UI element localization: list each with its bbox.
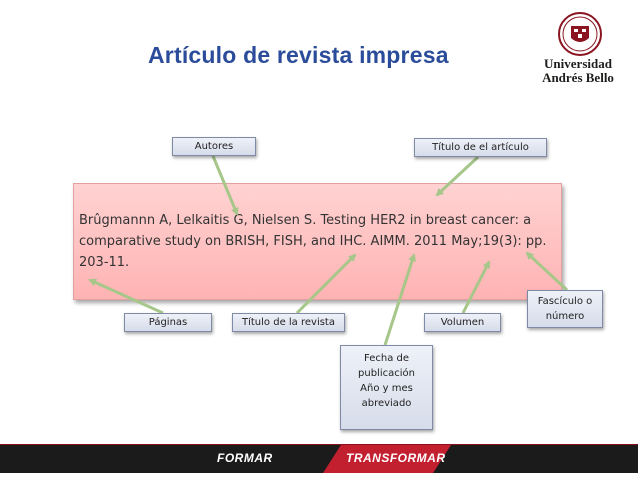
arrow-autores [211,155,239,216]
label-titulo-articulo: Título de el artículo [414,138,547,157]
label-fecha-line3: Año y mes [360,383,413,394]
arrow-fasciculo [525,251,569,292]
university-crest-icon [558,12,602,56]
label-fasciculo-line1: Fascículo o [537,296,593,307]
label-titulo-articulo-text: Título de el artículo [432,142,529,153]
footer-bar [0,445,638,473]
label-fecha-publicacion: Fecha de publicación Año y mes abreviado [340,345,433,430]
university-name-line1: Universidad [544,56,612,71]
arrow-paginas [88,278,164,315]
label-volumen: Volumen [424,313,501,332]
footer-formar: FORMAR [217,451,273,465]
footer-transformar: TRANSFORMAR [346,451,446,465]
label-autores-text: Autores [194,141,234,152]
university-name-line2: Andrés Bello [542,70,614,85]
label-autores: Autores [172,137,256,156]
label-fecha-line2: publicación [358,368,415,379]
label-volumen-text: Volumen [440,317,485,328]
label-fecha-line4: abreviado [361,398,412,409]
citation-text: Brûgmannn A, Lelkaitis G, Nielsen S. Tes… [79,213,547,270]
label-paginas: Páginas [124,313,212,332]
label-titulo-revista: Título de la revista [232,313,345,332]
label-fecha-line1: Fecha de [364,353,409,364]
arrow-volumen [461,260,491,314]
slide-title: Artículo de revista impresa [148,42,449,68]
arrow-fecha [383,253,416,346]
label-fasciculo-line2: número [545,311,585,322]
arrow-titulo-articulo [435,155,480,197]
footer-accent [323,445,451,473]
label-fasciculo: Fascículo o número [527,290,603,328]
label-titulo-revista-text: Título de la revista [242,317,335,328]
label-paginas-text: Páginas [148,317,188,328]
arrow-titulo-revista [295,253,357,315]
